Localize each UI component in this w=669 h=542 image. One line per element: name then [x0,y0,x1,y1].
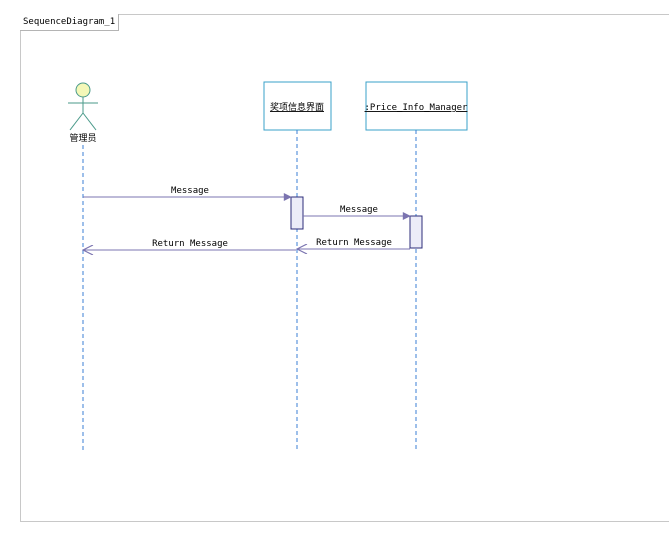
object-box-2-frame [365,81,468,131]
message-2[interactable]: Message [303,205,411,220]
object-label-2: :Price_Info_Manager [365,103,469,113]
message-2-label: Message [340,205,378,215]
diagram-title: SequenceDiagram_1 [20,14,120,31]
message-3[interactable]: Return Message [298,238,410,249]
actor-head [75,82,91,98]
message-1[interactable]: Message [83,186,292,201]
message-1-label: Message [171,186,209,196]
actor-leg-right [82,112,97,131]
object-box-1-frame [263,81,332,131]
actor-label: 管理员 [69,132,96,144]
activation-bar-object-2[interactable] [409,215,423,249]
object-box-1[interactable]: 奖项信息界面 [263,81,332,131]
actor-leg-left [69,112,84,131]
activation-bar-object-1[interactable] [290,196,304,230]
message-3-label: Return Message [316,238,392,248]
actor-figure[interactable]: 管理员 [68,82,98,144]
object-label-1: 奖项信息界面 [270,101,324,113]
message-4-label: Return Message [152,239,228,249]
object-box-2[interactable]: :Price_Info_Manager [365,81,469,131]
diagram-frame [20,14,669,522]
message-4[interactable]: Return Message [84,239,296,250]
